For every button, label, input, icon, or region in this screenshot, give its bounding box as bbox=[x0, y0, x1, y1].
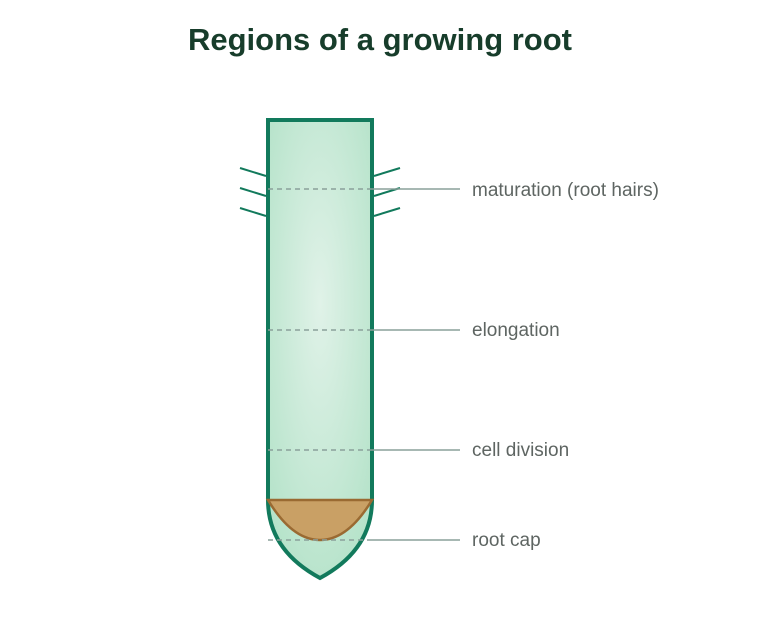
region-maturation: maturation (root hairs) bbox=[268, 180, 659, 201]
root-hair bbox=[373, 167, 401, 177]
region-cell-division: cell division bbox=[268, 440, 569, 461]
label-cell-division: cell division bbox=[472, 440, 569, 461]
root-body bbox=[266, 118, 374, 581]
label-root-cap: root cap bbox=[472, 530, 541, 551]
root-hairs-left bbox=[239, 167, 267, 217]
root-hair bbox=[239, 207, 267, 217]
diagram-title: Regions of a growing root bbox=[187, 22, 573, 57]
label-maturation: maturation (root hairs) bbox=[472, 180, 659, 201]
region-root-cap: root cap bbox=[268, 530, 541, 551]
root-cap-shape bbox=[265, 498, 375, 542]
root-hair bbox=[239, 187, 267, 197]
root-hair bbox=[239, 167, 267, 177]
root-hair bbox=[373, 207, 401, 217]
region-elongation: elongation bbox=[268, 320, 560, 341]
label-elongation: elongation bbox=[472, 320, 560, 341]
root-hairs-right bbox=[373, 167, 401, 217]
